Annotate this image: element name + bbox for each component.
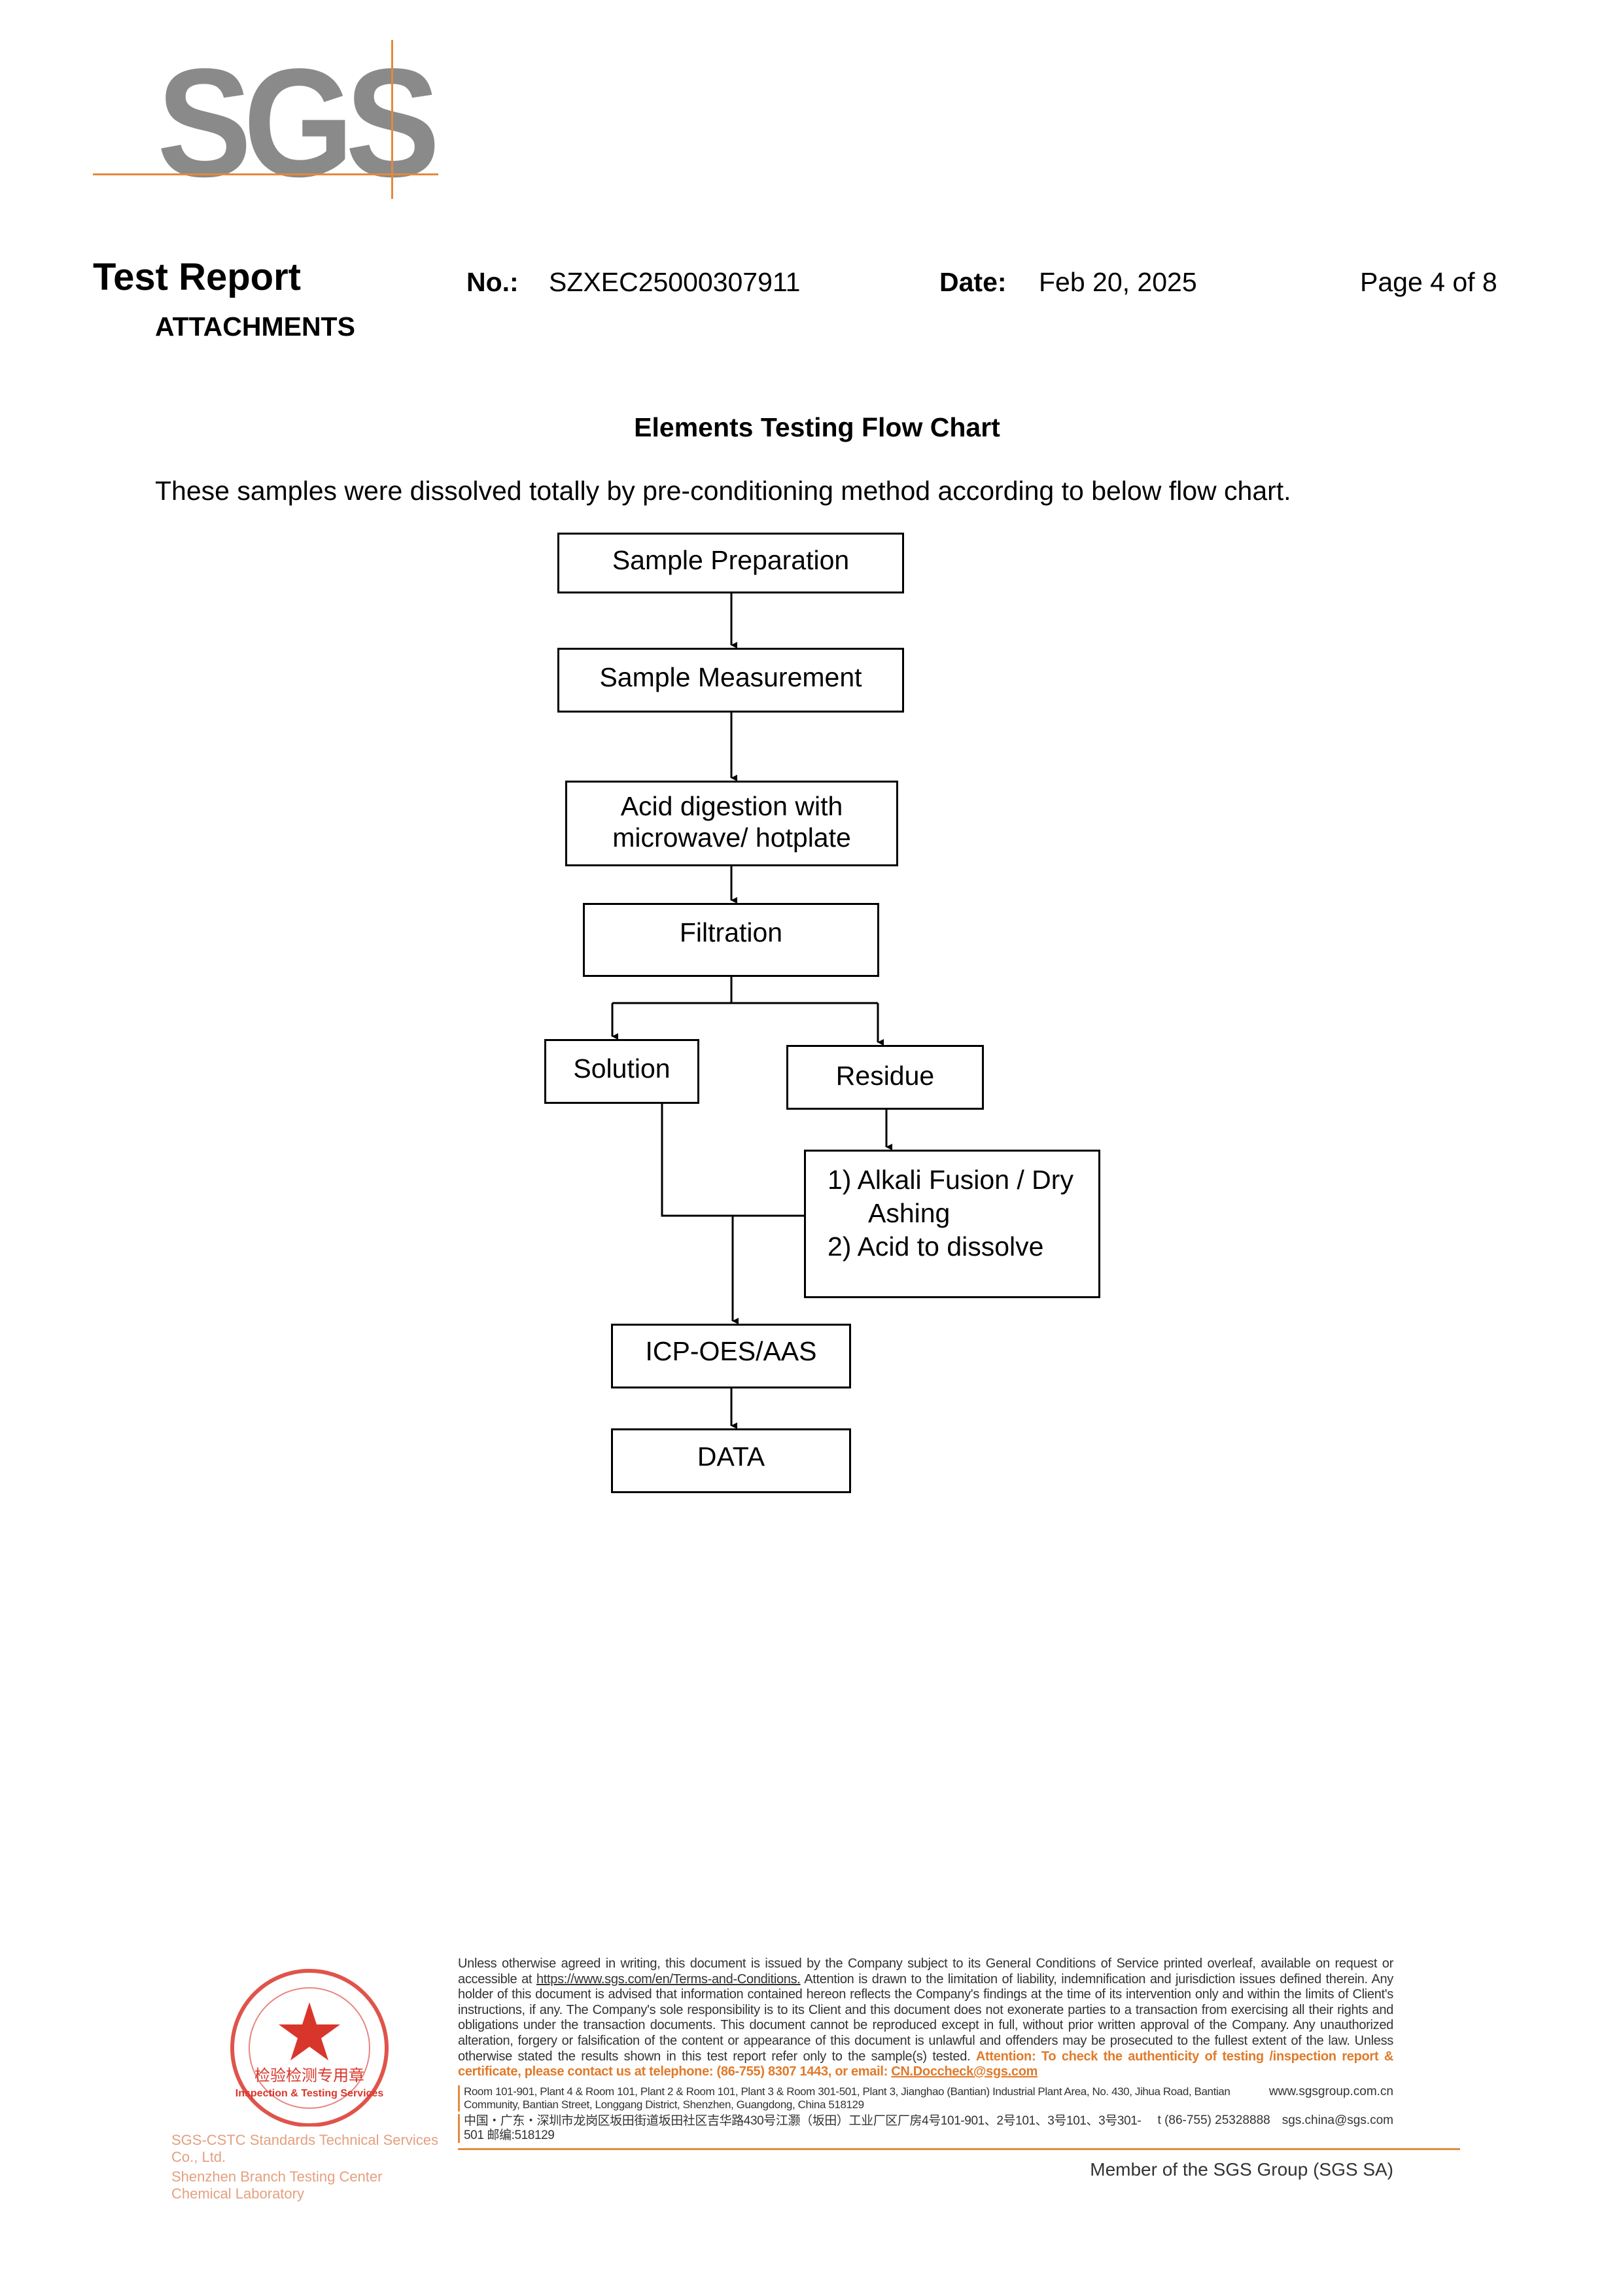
alkali-line-1: 1) Alkali Fusion / Dry bbox=[828, 1165, 1073, 1195]
website[interactable]: www.sgsgroup.com.cn bbox=[1268, 2084, 1393, 2098]
box-solution: Solution bbox=[544, 1039, 699, 1104]
footer-rule-horizontal bbox=[458, 2147, 1460, 2150]
box-acid-digestion: Acid digestion with microwave/ hotplate bbox=[565, 781, 898, 866]
star-icon bbox=[279, 2002, 340, 2060]
line-solution-merge bbox=[661, 1104, 804, 1217]
report-no-label: No.: bbox=[466, 267, 519, 297]
flow-chart-title: Elements Testing Flow Chart bbox=[634, 412, 1000, 442]
alkali-line-3: 2) Acid to dissolve bbox=[828, 1231, 1044, 1262]
box-filtration: Filtration bbox=[583, 903, 879, 977]
attention-text: Attention: To check the authenticity of … bbox=[458, 2049, 1393, 2079]
disclaimer-part-2: Attention is drawn to the limitation of … bbox=[458, 1971, 1394, 2064]
page-number: Page 4 of 8 bbox=[1360, 267, 1497, 297]
doccheck-email-link[interactable]: CN.Doccheck@sgs.com bbox=[891, 2064, 1038, 2079]
contact-email[interactable]: sgs.china@sgs.com bbox=[1282, 2113, 1393, 2127]
flow-connectors bbox=[611, 593, 892, 1429]
box-data: DATA bbox=[611, 1428, 851, 1493]
company-stamp: 检验检测专用章 Inspection & Testing Services bbox=[230, 1969, 389, 2127]
box-alkali-fusion: 1) Alkali Fusion / Dry Ashing 2) Acid to… bbox=[804, 1150, 1100, 1298]
acid-digestion-line-1: Acid digestion with bbox=[620, 791, 843, 821]
address-cn: 中国・广东・深圳市龙岗区坂田街道坂田社区吉华路430号江灏（坂田）工业厂区厂房4… bbox=[464, 2113, 1142, 2142]
phone: t (86-755) 25328888 bbox=[1157, 2113, 1270, 2127]
date-value: Feb 20, 2025 bbox=[1039, 267, 1197, 297]
footer-disclaimer: Unless otherwise agreed in writing, this… bbox=[458, 1956, 1393, 2080]
member-text: Member of the SGS Group (SGS SA) bbox=[1090, 2159, 1393, 2180]
stamp-text: 检验检测专用章 bbox=[254, 2066, 364, 2085]
alkali-line-2: Ashing bbox=[868, 1198, 951, 1228]
footer: Unless otherwise agreed in writing, this… bbox=[458, 1956, 1460, 2180]
address-row-en: Room 101-901, Plant 4 & Room 101, Plant … bbox=[458, 2085, 1393, 2111]
stamp-company-line-1: SGS-CSTC Standards Technical Services Co… bbox=[171, 2132, 438, 2165]
logo-rule-horizontal bbox=[93, 173, 438, 175]
logo-rule-vertical bbox=[391, 40, 393, 199]
address-en: Room 101-901, Plant 4 & Room 101, Plant … bbox=[464, 2085, 1230, 2111]
stamp-company-block: SGS-CSTC Standards Technical Services Co… bbox=[171, 2132, 446, 2202]
address-row-cn: 中国・广东・深圳市龙岗区坂田街道坂田社区吉华路430号江灏（坂田）工业厂区厂房4… bbox=[458, 2113, 1393, 2143]
box-sample-preparation: Sample Preparation bbox=[557, 533, 904, 593]
intro-text: These samples were dissolved totally by … bbox=[155, 476, 1291, 506]
date-label: Date: bbox=[939, 267, 1007, 297]
report-title: Test Report bbox=[93, 256, 301, 298]
box-sample-measurement: Sample Measurement bbox=[557, 648, 904, 713]
stamp-subtext: Inspection & Testing Services bbox=[236, 2088, 384, 2099]
box-icp: ICP-OES/AAS bbox=[611, 1324, 851, 1388]
acid-digestion-line-2: microwave/ hotplate bbox=[612, 822, 851, 853]
report-no-value: SZXEC25000307911 bbox=[549, 267, 801, 297]
report-subtitle: ATTACHMENTS bbox=[155, 311, 355, 342]
box-residue: Residue bbox=[786, 1045, 984, 1110]
terms-link[interactable]: https://www.sgs.com/en/Terms-and-Conditi… bbox=[536, 1971, 801, 1987]
disclaimer-part-1: Unless otherwise agreed in writing, this… bbox=[458, 1956, 1393, 1987]
stamp-company-line-2: Shenzhen Branch Testing Center Chemical … bbox=[171, 2168, 383, 2202]
